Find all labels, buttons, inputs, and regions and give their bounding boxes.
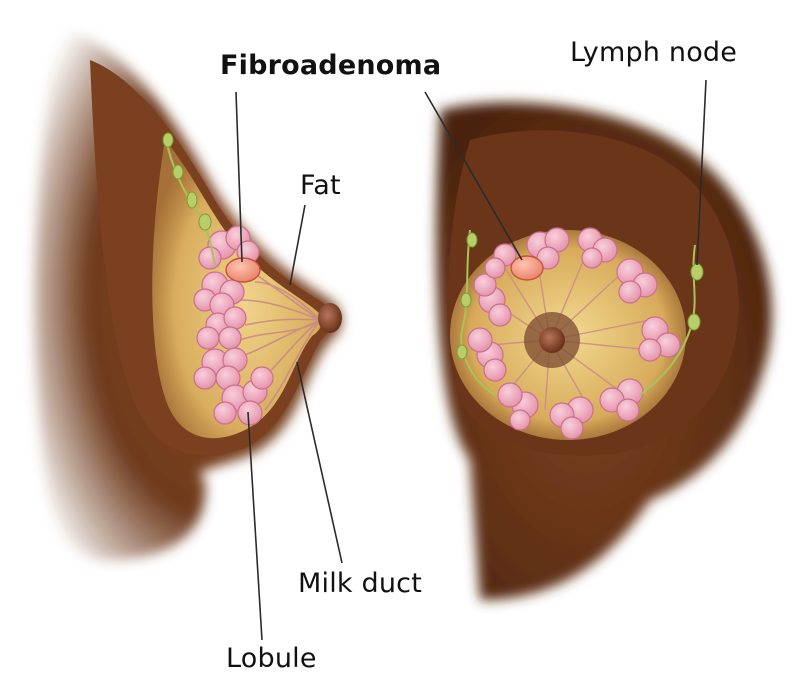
- side-view-lymph-chain: [162, 132, 216, 266]
- lobule-cluster: [473, 273, 512, 327]
- label-lymph-node: Lymph node: [570, 37, 738, 68]
- lobule-cluster: [484, 243, 517, 279]
- lobule-cluster: [213, 366, 274, 426]
- leader-line-lobule: [247, 411, 263, 641]
- label-lobule: Lobule: [226, 643, 317, 674]
- front-view-breast: [436, 102, 772, 600]
- lobule-cluster: [526, 227, 570, 270]
- leader-line-fibroadenoma-front: [424, 91, 523, 261]
- side-view-breast: [34, 30, 342, 560]
- lobule-cluster: [549, 396, 594, 440]
- side-view-fibroadenoma: [225, 257, 261, 283]
- lobule-cluster: [193, 271, 245, 318]
- front-view-lobules: [467, 227, 681, 440]
- front-view-lymph-chain: [456, 229, 704, 396]
- leader-line-lymph-node: [696, 79, 707, 266]
- side-view-lobules: [193, 225, 274, 426]
- front-view-nipple: [539, 327, 565, 353]
- lobule-cluster: [196, 306, 247, 350]
- lobule-cluster: [198, 225, 260, 270]
- side-view-nipple: [318, 303, 342, 333]
- lobule-cluster: [467, 327, 507, 382]
- leader-line-fat: [289, 204, 306, 286]
- leader-line-milk-duct: [296, 361, 343, 564]
- lobule-cluster: [193, 347, 248, 391]
- label-fat: Fat: [300, 170, 341, 201]
- label-milk-duct: Milk duct: [298, 568, 422, 599]
- lobule-cluster: [616, 258, 658, 304]
- leader-lines: [235, 79, 707, 641]
- lobule-cluster: [638, 316, 681, 362]
- label-fibroadenoma: Fibroadenoma: [220, 50, 442, 81]
- leader-line-fibroadenoma-side: [235, 91, 243, 263]
- lobule-cluster: [497, 382, 539, 431]
- front-view-fibroadenoma: [510, 255, 544, 281]
- lobule-cluster: [577, 227, 618, 269]
